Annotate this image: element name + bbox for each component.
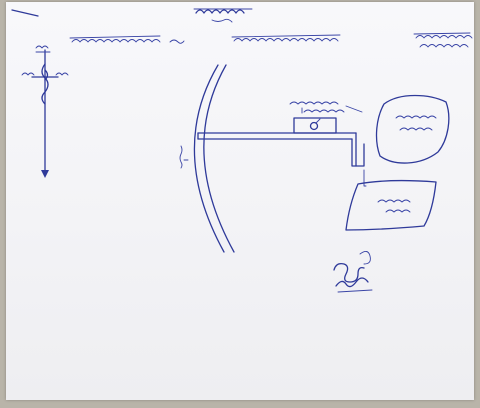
handwritten-label-building bbox=[289, 101, 363, 114]
plot-upper-right bbox=[375, 94, 450, 164]
road bbox=[179, 64, 235, 253]
handwritten-header-right bbox=[413, 32, 473, 48]
compass-rose bbox=[21, 45, 69, 178]
handwritten-header-left bbox=[69, 35, 185, 44]
handwritten-signature bbox=[333, 251, 373, 293]
small-building bbox=[293, 117, 337, 134]
plot-lower-right bbox=[345, 180, 437, 231]
handwritten-header-middle bbox=[231, 34, 341, 42]
stray-stroke bbox=[11, 9, 39, 17]
access-lane bbox=[197, 132, 357, 140]
connector-lane bbox=[351, 132, 367, 187]
handwritten-title bbox=[193, 8, 253, 23]
